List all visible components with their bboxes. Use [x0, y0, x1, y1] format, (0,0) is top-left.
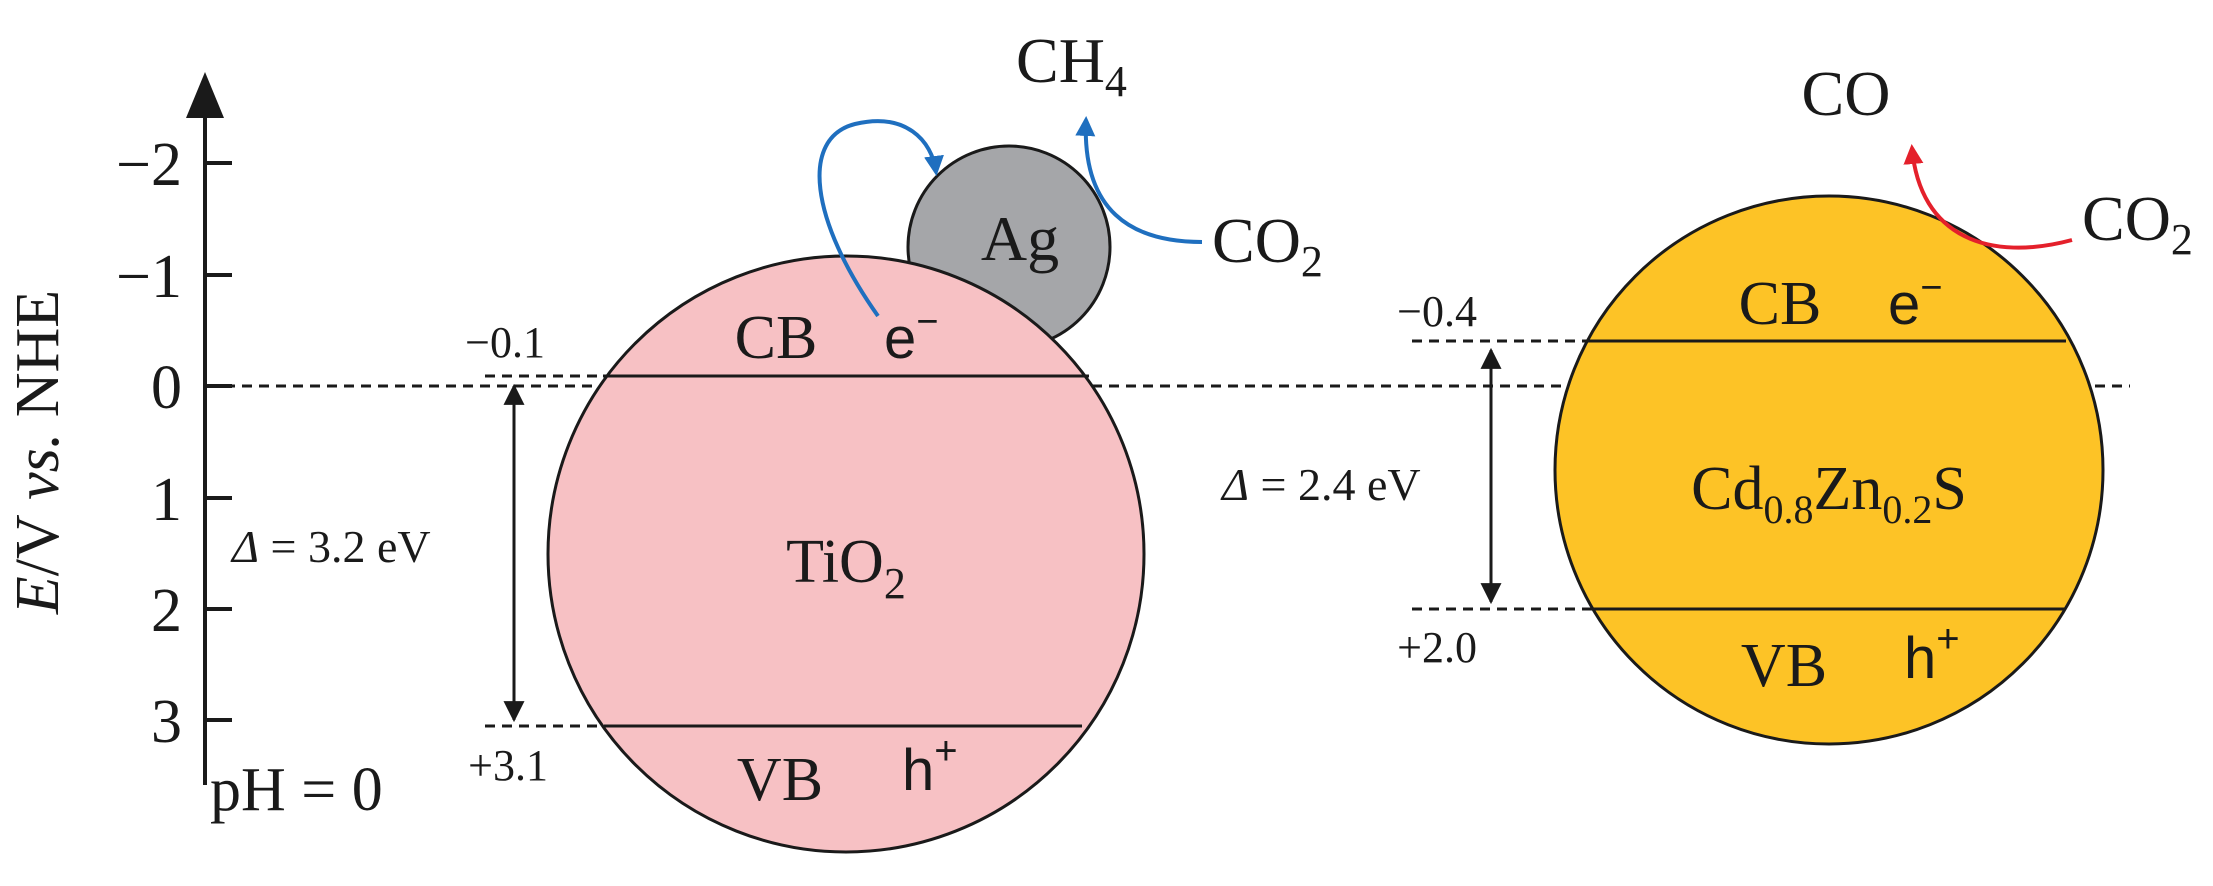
cdzns-gap-symbol: Δ: [1220, 459, 1249, 510]
energy-axis: −2 −1 0 1 2 3 E/V vs. NHE pH = 0: [4, 72, 383, 824]
co2-cdzns-base: CO: [2082, 183, 2171, 254]
co2-ag-sub: 2: [1301, 237, 1323, 286]
axis-title-vs: vs.: [4, 433, 72, 500]
cdzns-name-cd: Cd: [1691, 455, 1763, 523]
tio2-cb-value: −0.1: [465, 318, 545, 367]
tio2-hole: h+: [902, 729, 958, 803]
ag-label: Ag: [981, 203, 1059, 274]
co2-reduction-arrow-co: [1903, 144, 2073, 250]
axis-title-symbol: E: [4, 576, 72, 615]
tio2-electron: e−: [884, 301, 938, 371]
cdzns-cb-value: −0.4: [1397, 287, 1477, 336]
tick-label: 3: [151, 688, 182, 756]
cdzns-vb-label: VB: [1741, 632, 1827, 700]
tio2-cb-label: CB: [735, 304, 818, 372]
cdzns-hole-charge: +: [1936, 617, 1959, 661]
tio2-hole-symbol: h: [902, 738, 934, 803]
cdzns-electron: e−: [1888, 267, 1942, 337]
tick-label: −1: [116, 243, 182, 311]
tio2-hole-charge: +: [934, 729, 957, 773]
cdzns-semiconductor: −0.4 +2.0 Δ = 2.4 eV CB e− Cd0.8Zn0.2S V…: [1220, 194, 2105, 746]
cdzns-name-zn: Zn: [1814, 455, 1883, 523]
tio2-gap-symbol: Δ: [230, 521, 259, 572]
tio2-band-gap: Δ = 3.2 eV: [230, 521, 431, 572]
cdzns-name: Cd0.8Zn0.2S: [1691, 455, 1967, 532]
cdzns-name-s: S: [1932, 455, 1966, 523]
co2-cdzns-sub: 2: [2171, 215, 2193, 264]
tio2-gap-text: = 3.2 eV: [259, 521, 431, 572]
co2-reactant-cdzns: CO2: [2082, 183, 2193, 264]
axis-arrowhead: [186, 72, 224, 118]
tio2-vb-value: +3.1: [468, 741, 548, 790]
axis-title-ref: NHE: [4, 290, 72, 433]
cdzns-name-cd-sub: 0.8: [1764, 487, 1814, 532]
tio2-vb-label: VB: [737, 746, 823, 814]
co-product: CO: [1802, 58, 1891, 129]
cdzns-vb-value: +2.0: [1397, 623, 1477, 672]
tio2-electron-charge: −: [916, 301, 938, 343]
tick-label: 2: [151, 577, 182, 645]
cdzns-electron-symbol: e: [1888, 272, 1920, 337]
tick-label: −2: [116, 131, 182, 199]
axis-title-unit: /V: [4, 500, 72, 576]
tio2-semiconductor: −0.1 +3.1 Δ = 3.2 eV CB e− TiO2 VB h+: [230, 254, 1146, 854]
tick-label: 0: [151, 354, 182, 422]
axis-title: E/V vs. NHE: [4, 290, 72, 615]
co2-reduction-arrow-ch4: [1075, 116, 1203, 244]
tick-label: 1: [151, 466, 182, 534]
cdzns-hole-symbol: h: [1904, 626, 1936, 691]
cdzns-gap-text: = 2.4 eV: [1249, 459, 1421, 510]
ph-label: pH = 0: [210, 756, 383, 824]
tio2-name: TiO2: [786, 528, 906, 608]
electron-transfer-arrow: [817, 119, 944, 318]
cdzns-particle: [1553, 194, 2105, 746]
tio2-electron-symbol: e: [884, 306, 916, 371]
co2-reactant-ag: CO2: [1212, 205, 1323, 286]
tio2-name-sub: 2: [884, 559, 906, 608]
cdzns-hole: h+: [1904, 617, 1960, 691]
ch4-product: CH4: [1016, 25, 1127, 106]
tio2-name-base: TiO: [786, 528, 884, 596]
cdzns-name-zn-sub: 0.2: [1882, 487, 1932, 532]
cdzns-band-gap: Δ = 2.4 eV: [1220, 459, 1421, 510]
ch4-base: CH: [1016, 25, 1105, 96]
cdzns-cb-label: CB: [1739, 270, 1822, 338]
tio2-particle: [546, 254, 1146, 854]
co2-ag-base: CO: [1212, 205, 1301, 276]
cdzns-electron-charge: −: [1920, 267, 1942, 309]
ch4-sub: 4: [1105, 57, 1127, 106]
